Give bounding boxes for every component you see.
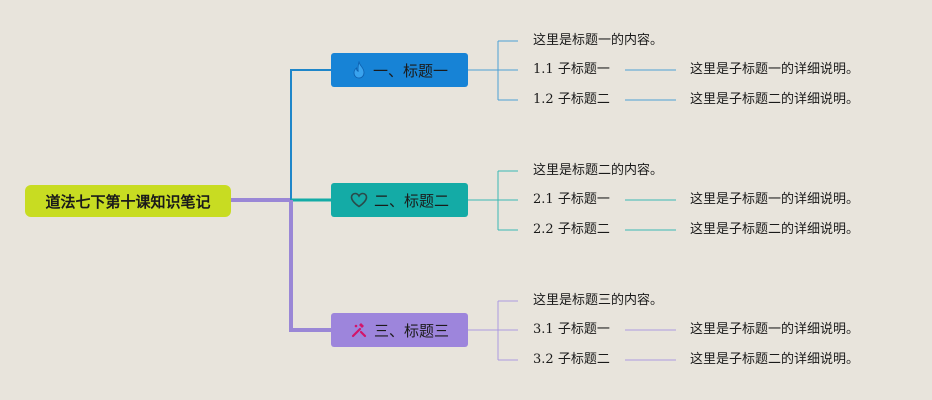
fire-icon — [351, 61, 367, 79]
topic-label: 一、标题一 — [372, 61, 448, 80]
subtopic-2-2[interactable]: 2.2 子标题二 — [533, 222, 610, 238]
subtopic-1-2[interactable]: 1.2 子标题二 — [533, 92, 610, 108]
subtopic-number: 1.2 — [533, 92, 554, 107]
detail-text: 这里是子标题一的详细说明。 — [690, 322, 860, 337]
subtopic-label: 子标题二 — [557, 352, 610, 367]
subtopic-label: 子标题二 — [557, 222, 610, 237]
root-label: 道法七下第十课知识笔记 — [45, 192, 211, 211]
detail-text: 这里是子标题二的详细说明。 — [690, 92, 860, 107]
topic-label: 三、标题三 — [373, 321, 449, 340]
content-text: 这里是标题三的内容。 — [533, 293, 664, 308]
subtopic-number: 3.1 — [533, 322, 554, 337]
subtopic-1-1[interactable]: 1.1 子标题一 — [533, 62, 610, 78]
subtopic-3-2[interactable]: 3.2 子标题二 — [533, 352, 610, 368]
content-text: 这里是标题二的内容。 — [533, 163, 664, 178]
tools-icon — [350, 321, 368, 339]
subtopic-label: 子标题二 — [557, 92, 610, 107]
subtopic-2-1[interactable]: 2.1 子标题一 — [533, 192, 610, 208]
detail-text: 这里是子标题二的详细说明。 — [690, 352, 860, 367]
subtopic-number: 2.2 — [533, 222, 554, 237]
detail-text: 这里是子标题一的详细说明。 — [690, 62, 860, 77]
subtopic-number: 3.2 — [533, 352, 554, 367]
subtopic-number: 1.1 — [533, 62, 554, 77]
root-node[interactable]: 道法七下第十课知识笔记 — [25, 185, 231, 217]
topic-node-2[interactable]: 二、标题二 — [331, 183, 468, 217]
subtopic-3-1[interactable]: 3.1 子标题一 — [533, 322, 610, 338]
heart-icon — [350, 192, 368, 208]
subtopic-label: 子标题一 — [557, 62, 610, 77]
content-text: 这里是标题一的内容。 — [533, 33, 664, 48]
subtopic-number: 2.1 — [533, 192, 554, 207]
detail-text: 这里是子标题一的详细说明。 — [690, 192, 860, 207]
topic-label: 二、标题二 — [373, 191, 449, 210]
topic-node-1[interactable]: 一、标题一 — [331, 53, 468, 87]
topic-node-3[interactable]: 三、标题三 — [331, 313, 468, 347]
detail-text: 这里是子标题二的详细说明。 — [690, 222, 860, 237]
subtopic-label: 子标题一 — [557, 322, 610, 337]
subtopic-label: 子标题一 — [557, 192, 610, 207]
